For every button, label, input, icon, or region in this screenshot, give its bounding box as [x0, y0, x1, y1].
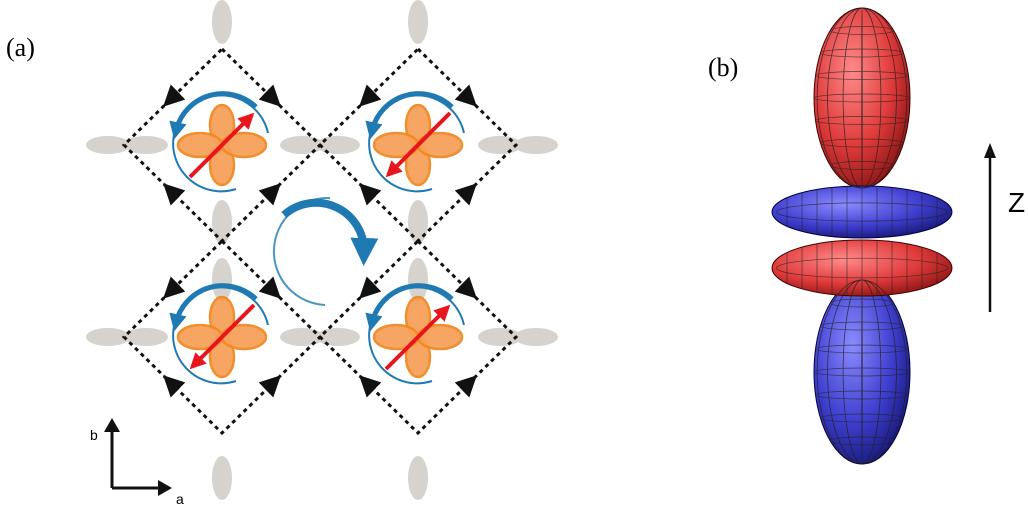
mesh-parallel — [820, 321, 904, 331]
mesh-parallel — [815, 116, 909, 125]
panel-a-label: (a) — [6, 33, 35, 62]
moment-arrow-icon — [189, 303, 256, 370]
lattice-diamond — [121, 238, 323, 436]
ligand-vertical — [408, 200, 428, 244]
moment-arrow-icon — [384, 304, 451, 371]
mesh-ring-band — [776, 202, 948, 222]
orbital-units — [169, 91, 465, 385]
ligand-horizontal — [86, 136, 130, 154]
z-axis: Z — [984, 143, 1025, 312]
current-arrow-icon — [365, 91, 454, 140]
ligand-horizontal — [86, 328, 130, 346]
orbital-unit — [169, 91, 269, 193]
ligand-vertical — [408, 456, 428, 500]
crystal-axes: b a — [90, 418, 184, 507]
b-axis-label: b — [90, 427, 98, 443]
mesh-parallel — [813, 93, 911, 103]
b-axis-arrowhead-icon — [104, 418, 120, 432]
ligand-horizontal — [280, 136, 324, 154]
ligand-vertical — [212, 456, 232, 500]
mesh-parallel — [815, 390, 909, 400]
central-current-icon — [273, 196, 379, 306]
lattice-diamond — [317, 238, 519, 436]
ligand-vertical — [408, 0, 428, 44]
mesh-parallel — [829, 161, 895, 170]
ligand-horizontal — [316, 328, 360, 346]
ligand-horizontal — [514, 136, 558, 154]
moment-arrow-icon — [188, 112, 255, 179]
mesh-parallel — [820, 138, 904, 148]
orbital-unit — [365, 283, 465, 385]
ligand-horizontal — [124, 328, 168, 346]
a-axis-arrowhead-icon — [158, 480, 172, 496]
z-axis-arrowhead-icon — [984, 143, 996, 158]
mesh-parallel — [829, 436, 895, 446]
ligand-horizontal — [514, 328, 558, 346]
orbital-unit — [365, 91, 465, 193]
ligand-horizontal — [280, 328, 324, 346]
moment-arrow-icon — [385, 111, 452, 178]
ligand-vertical — [212, 200, 232, 244]
ligand-group — [86, 0, 558, 500]
ligand-horizontal — [316, 136, 360, 154]
mesh-parallel — [813, 367, 911, 377]
mesh-parallel — [815, 71, 909, 80]
mesh-parallel — [820, 413, 904, 423]
ligand-horizontal — [124, 136, 168, 154]
z-axis-label: Z — [1008, 187, 1025, 218]
f-orbital-icon — [771, 7, 953, 465]
mesh-ring-band — [776, 257, 948, 279]
lattice-paths — [121, 46, 519, 436]
ligand-vertical — [212, 258, 232, 302]
current-arrow-icon — [169, 91, 258, 140]
a-axis-label: a — [176, 491, 184, 507]
ligand-vertical — [408, 258, 428, 302]
orbital-unit — [169, 283, 269, 385]
mesh-parallel — [829, 26, 895, 35]
current-arrow-icon — [169, 283, 258, 332]
panel-b-label: (b) — [708, 53, 738, 82]
mesh-parallel — [829, 298, 895, 308]
ligand-vertical — [212, 0, 232, 44]
mesh-parallel — [815, 344, 909, 354]
mesh-parallel — [820, 48, 904, 58]
current-arrow-icon — [365, 283, 454, 332]
